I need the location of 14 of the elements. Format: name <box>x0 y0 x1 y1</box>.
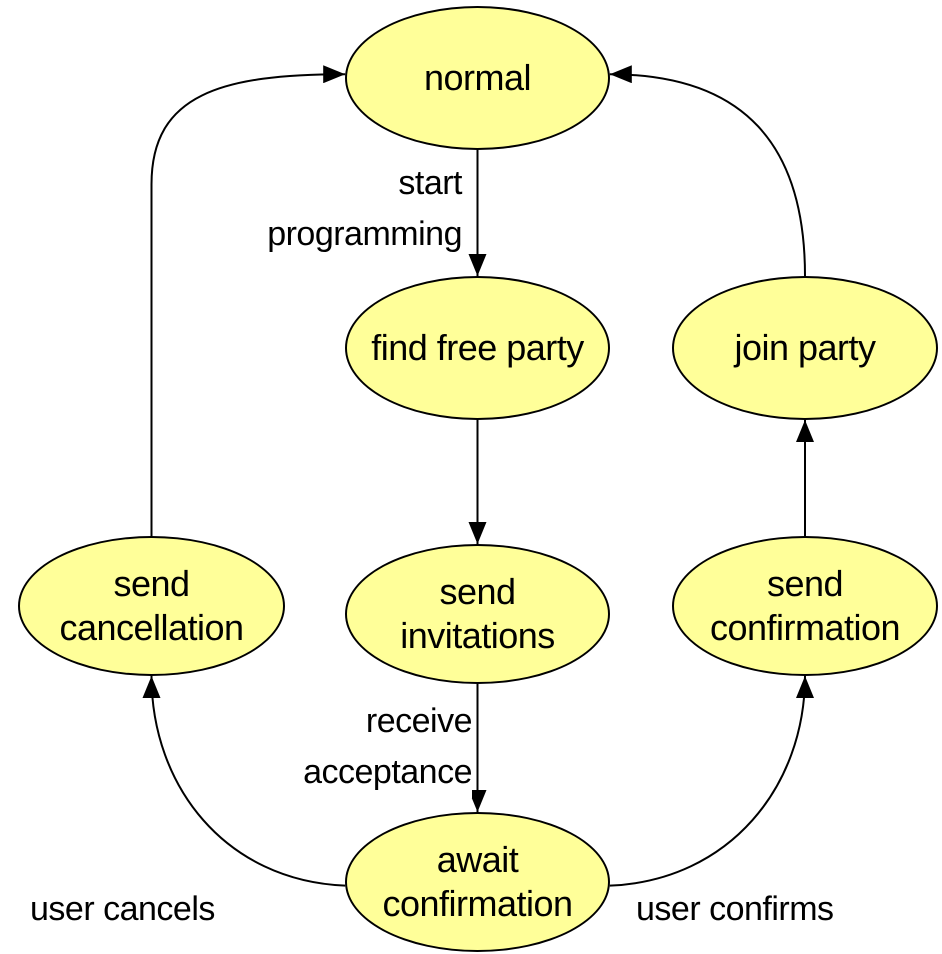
arrow <box>144 676 346 887</box>
state-label: await confirmation <box>381 838 574 926</box>
state-label: normal <box>424 56 532 100</box>
arrow <box>150 66 346 536</box>
arrow <box>796 420 814 536</box>
arrow <box>468 420 486 544</box>
state-label: send invitations <box>399 570 556 658</box>
arrow <box>610 676 813 887</box>
state-label: send confirmation <box>708 562 902 650</box>
state-label: find free party <box>371 326 584 370</box>
state-label: send cancellation <box>58 562 245 650</box>
arrow <box>610 66 806 276</box>
arrow <box>468 150 486 276</box>
state-label: join party <box>734 326 876 370</box>
